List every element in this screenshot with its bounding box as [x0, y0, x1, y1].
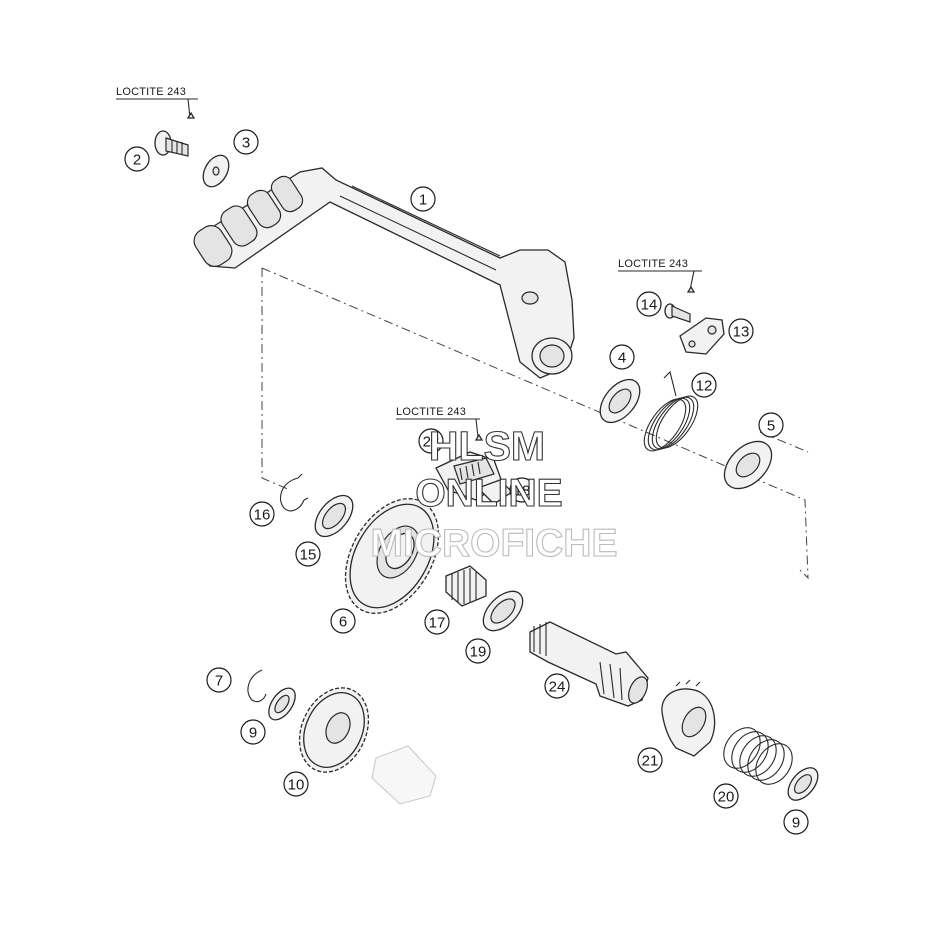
washer-9-right [787, 767, 819, 801]
watermark: HLSM ONLINE MICROFICHE [370, 422, 618, 565]
screw [154, 130, 189, 157]
faded-bushing [371, 745, 437, 805]
svg-text:14: 14 [641, 297, 658, 314]
washer-3 [202, 154, 230, 188]
svg-text:4: 4 [618, 350, 626, 367]
svg-text:3: 3 [242, 135, 250, 152]
callout-16: 16 [249, 501, 275, 527]
svg-text:18: 18 [514, 483, 531, 500]
svg-text:9: 9 [792, 815, 800, 832]
loctite-note-screw: LOCTITE 243 [116, 86, 198, 119]
callout-2: 2 [124, 146, 150, 172]
svg-text:21: 21 [642, 753, 659, 770]
callout-6: 6 [330, 608, 356, 634]
svg-text:ONLINE: ONLINE [415, 472, 562, 515]
bolt-14 [664, 303, 691, 323]
circlip-7 [247, 669, 267, 703]
svg-text:LOCTITE 243: LOCTITE 243 [618, 258, 688, 270]
callout-3: 3 [233, 129, 259, 155]
washer-19 [482, 590, 524, 632]
svg-text:15: 15 [300, 547, 317, 564]
svg-text:LOCTITE 243: LOCTITE 243 [116, 86, 186, 98]
svg-text:HLSM: HLSM [429, 423, 545, 469]
callout-24: 24 [544, 673, 570, 699]
washer-5 [723, 440, 773, 490]
svg-text:7: 7 [215, 673, 223, 690]
callout-23: 23 [418, 428, 444, 454]
circlip-16 [280, 473, 309, 512]
callout-9-left: 9 [240, 719, 266, 745]
callout-20: 20 [713, 783, 739, 809]
svg-text:17: 17 [429, 615, 446, 632]
svg-text:1: 1 [419, 192, 427, 209]
callout-1: 1 [410, 186, 436, 212]
kick-lever [193, 167, 575, 379]
bracket-13 [679, 317, 725, 355]
torsion-spring-12 [643, 370, 699, 452]
svg-text:12: 12 [696, 378, 713, 395]
callout-14: 14 [636, 291, 662, 317]
callout-12: 12 [691, 372, 717, 398]
loctite-note-ratchet: LOCTITE 243 [396, 406, 484, 441]
svg-text:16: 16 [254, 507, 271, 524]
washer-15 [314, 494, 354, 538]
svg-text:5: 5 [767, 418, 775, 435]
svg-text:10: 10 [288, 777, 305, 794]
svg-text:23: 23 [423, 434, 440, 451]
svg-text:13: 13 [733, 324, 750, 341]
spring-20 [723, 727, 793, 785]
svg-text:9: 9 [249, 725, 257, 742]
svg-text:19: 19 [470, 644, 487, 661]
svg-text:6: 6 [339, 614, 347, 631]
svg-text:MICROFICHE: MICROFICHE [371, 522, 618, 565]
svg-text:20: 20 [718, 789, 735, 806]
callout-17: 17 [424, 609, 450, 635]
needle-bearing-17 [445, 565, 487, 607]
kick-gear-6 [344, 498, 440, 614]
callout-18: 18 [509, 477, 535, 503]
callout-10: 10 [283, 771, 309, 797]
callout-4: 4 [609, 344, 635, 370]
idler-gear-10 [298, 687, 370, 773]
ratchet-21 [661, 679, 716, 757]
callout-13: 13 [728, 318, 754, 344]
loctite-note-bracket: LOCTITE 243 [618, 258, 702, 293]
callout-21: 21 [637, 747, 663, 773]
callout-19: 19 [465, 638, 491, 664]
svg-text:2: 2 [133, 152, 141, 169]
callout-15: 15 [295, 541, 321, 567]
washer-4 [599, 378, 641, 424]
kick-shaft-24 [529, 621, 649, 707]
callout-7: 7 [206, 667, 232, 693]
svg-text:LOCTITE 243: LOCTITE 243 [396, 406, 466, 418]
svg-text:24: 24 [549, 679, 566, 696]
callout-9-right: 9 [783, 809, 809, 835]
callout-5: 5 [758, 412, 784, 438]
washer-9-left [268, 687, 296, 721]
